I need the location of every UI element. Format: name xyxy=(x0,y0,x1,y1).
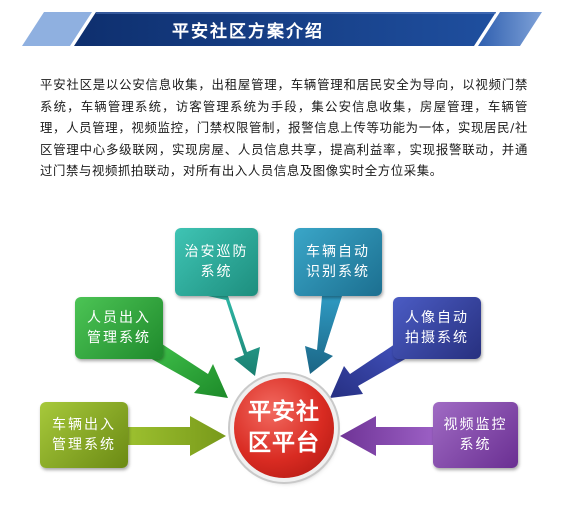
module-label-line2: 管理系统 xyxy=(87,330,151,346)
arrow-zhian xyxy=(208,296,260,376)
module-label-line2: 识别系统 xyxy=(306,264,370,280)
module-label-line2: 系统 xyxy=(200,264,233,280)
module-label-line1: 视频监控 xyxy=(443,417,508,433)
module-label-line1: 治安巡防 xyxy=(184,244,249,260)
module-renxiang-zidong-paishe: 人像自动 拍摄系统 xyxy=(393,297,481,359)
arrow-shipin xyxy=(340,416,433,456)
module-label-line2: 管理系统 xyxy=(52,437,116,453)
arrow-cheliang-shibie xyxy=(305,296,342,374)
module-label-line2: 拍摄系统 xyxy=(405,330,469,346)
module-label-line1: 车辆出入 xyxy=(52,417,116,433)
module-cheliang-churu: 车辆出入 管理系统 xyxy=(40,402,128,468)
intro-paragraph: 平安社区是以公安信息收集，出租屋管理，车辆管理和居民安全为导向，以视频门禁系统，… xyxy=(40,77,528,178)
header-banner: 平安社区方案介绍 xyxy=(22,12,542,46)
module-zhian-xunfang: 治安巡防 系统 xyxy=(175,228,258,296)
arrow-renyuan xyxy=(150,344,228,398)
module-label-line1: 人员出入 xyxy=(87,310,151,326)
arrow-cheliang-churu xyxy=(128,416,226,456)
module-label-line2: 系统 xyxy=(459,437,492,453)
module-label-line1: 车辆自动 xyxy=(306,244,370,260)
module-renyuan-churu: 人员出入 管理系统 xyxy=(75,297,163,359)
arrow-renxiang xyxy=(330,344,407,398)
center-label-line1: 平安社 xyxy=(248,399,320,425)
module-cheliang-zidong-shibie: 车辆自动 识别系统 xyxy=(294,228,382,296)
banner-shape xyxy=(22,12,542,46)
center-platform: 平安社 区平台 xyxy=(234,378,334,478)
page-title: 平安社区方案介绍 xyxy=(172,22,324,42)
module-label-line1: 人像自动 xyxy=(405,310,469,326)
center-label-line2: 区平台 xyxy=(248,430,320,456)
module-shipin-jiankong: 视频监控 系统 xyxy=(433,402,518,468)
